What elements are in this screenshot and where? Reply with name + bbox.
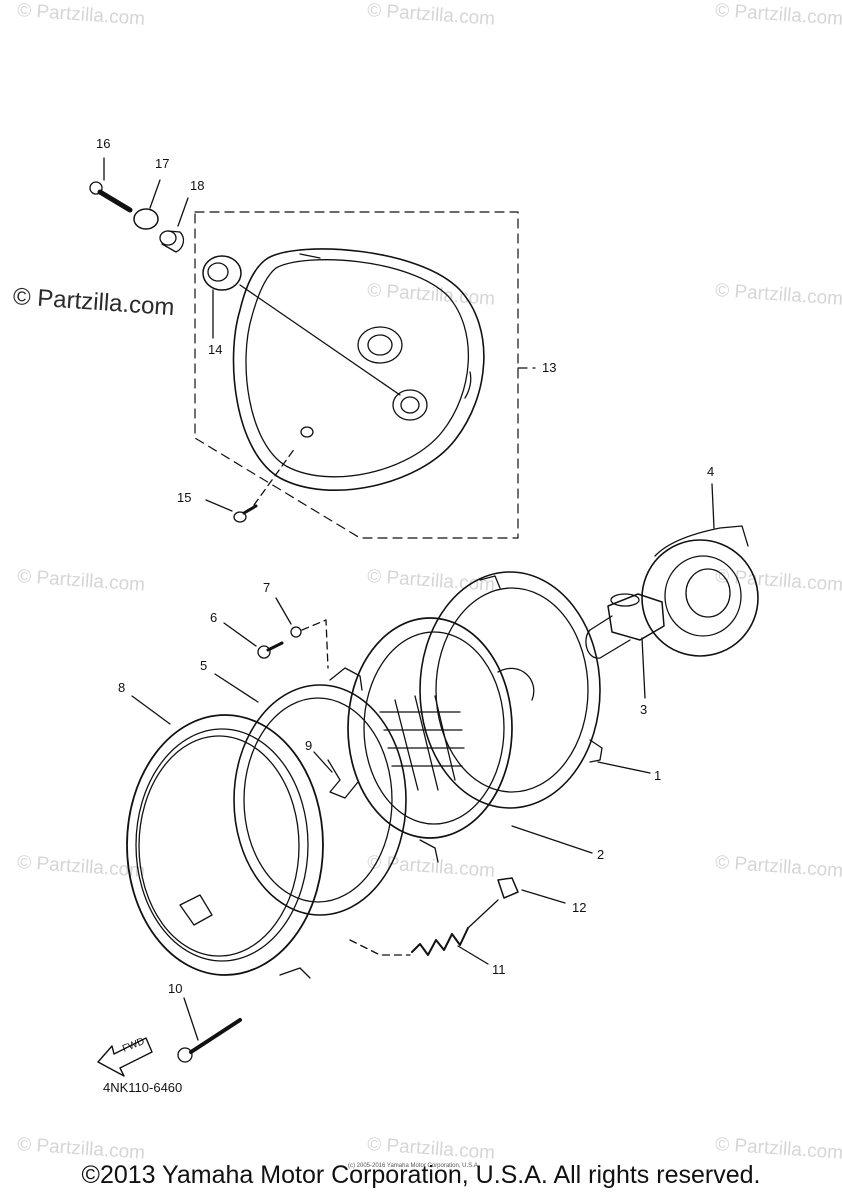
collar <box>159 197 189 253</box>
callout-11: 11 <box>492 962 506 977</box>
callout-16: 16 <box>96 136 110 151</box>
callout-10: 10 <box>168 981 182 996</box>
body-nut <box>275 597 329 669</box>
lens-unit <box>347 617 593 854</box>
headlight-housing <box>232 248 485 491</box>
rim-screw <box>177 997 242 1063</box>
callout-17: 17 <box>155 156 169 171</box>
housing-screw <box>205 447 296 523</box>
callout-8: 8 <box>118 680 125 695</box>
bolt <box>89 157 133 213</box>
callout-1: 1 <box>654 768 661 783</box>
reflector <box>419 571 651 809</box>
callout-5: 5 <box>200 658 207 673</box>
callout-18: 18 <box>190 178 204 193</box>
grommet <box>202 255 401 396</box>
callout-12: 12 <box>572 900 586 915</box>
callout-2: 2 <box>597 847 604 862</box>
callout-9: 9 <box>305 738 312 753</box>
body-screw <box>223 622 284 659</box>
callout-7: 7 <box>263 580 270 595</box>
headlight-body <box>214 667 439 916</box>
fine-print: (c) 2005-2016 Yamaha Motor Corporation, … <box>348 1163 480 1169</box>
callout-4: 4 <box>707 464 714 479</box>
headlight-bulb <box>585 593 665 699</box>
fwd-label: FWD <box>121 1036 146 1055</box>
adjuster-nut <box>497 877 566 904</box>
adjuster-bracket <box>313 751 359 799</box>
adjuster-spring <box>349 899 499 965</box>
copyright-notice: ©2013 Yamaha Motor Corporation, U.S.A. A… <box>81 1161 761 1189</box>
callout-15: 15 <box>177 490 191 505</box>
callout-3: 3 <box>640 702 647 717</box>
housing-group-outline <box>194 211 536 539</box>
fwd-arrow-icon <box>97 1037 153 1077</box>
headlight-rim <box>126 695 324 979</box>
washer <box>133 179 161 230</box>
socket-cover <box>641 483 759 657</box>
callout-14: 14 <box>208 342 222 357</box>
diagram-code: 4NK110-6460 <box>103 1080 182 1095</box>
callout-6: 6 <box>210 610 217 625</box>
callout-13: 13 <box>542 360 556 375</box>
